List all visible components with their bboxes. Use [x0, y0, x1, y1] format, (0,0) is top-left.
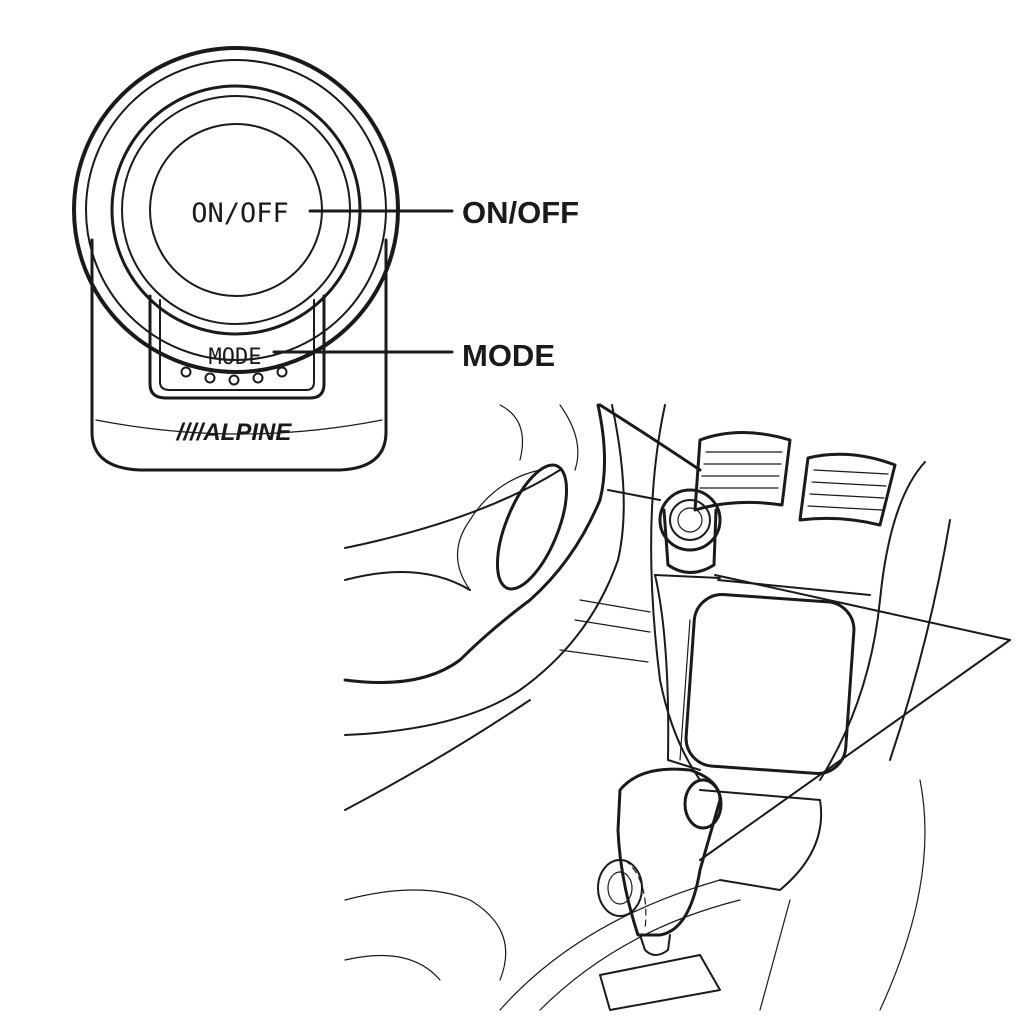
mode-panel[interactable]: [148, 294, 326, 400]
on-off-button-text: ON/OFF: [191, 198, 289, 229]
steering-wheel: [343, 403, 625, 736]
mode-indicator-dot: [180, 366, 192, 378]
install-pointer: [699, 574, 1011, 861]
head-unit-display: [684, 593, 856, 775]
alpine-logo-icon: ////ALPINE: [176, 419, 293, 446]
callouts: ON/OFF MODE: [272, 195, 579, 373]
device-housing: [90, 238, 388, 472]
air-vent-right: [798, 452, 897, 527]
mode-callout-label: MODE: [462, 338, 555, 373]
mode-indicator-dots: [180, 366, 288, 386]
housing-inner-line: [95, 419, 383, 435]
installed-controller: [658, 488, 722, 574]
controller-device: ON/OFF MODE ////ALPINE: [72, 46, 400, 472]
center-console: [654, 574, 871, 891]
mode-indicator-dot: [228, 374, 240, 386]
mode-text: MODE: [209, 345, 262, 370]
mode-indicator-dot: [276, 366, 288, 378]
air-vent-left: [693, 431, 792, 512]
on-off-callout-label: ON/OFF: [462, 195, 579, 230]
dashboard: [344, 403, 951, 1011]
mode-indicator-dot: [204, 372, 216, 384]
mode-indicator-dot: [252, 372, 264, 384]
mode-panel-inner: [159, 299, 315, 391]
gear-shifter: [499, 767, 791, 1011]
car-interior: [343, 403, 1011, 1011]
